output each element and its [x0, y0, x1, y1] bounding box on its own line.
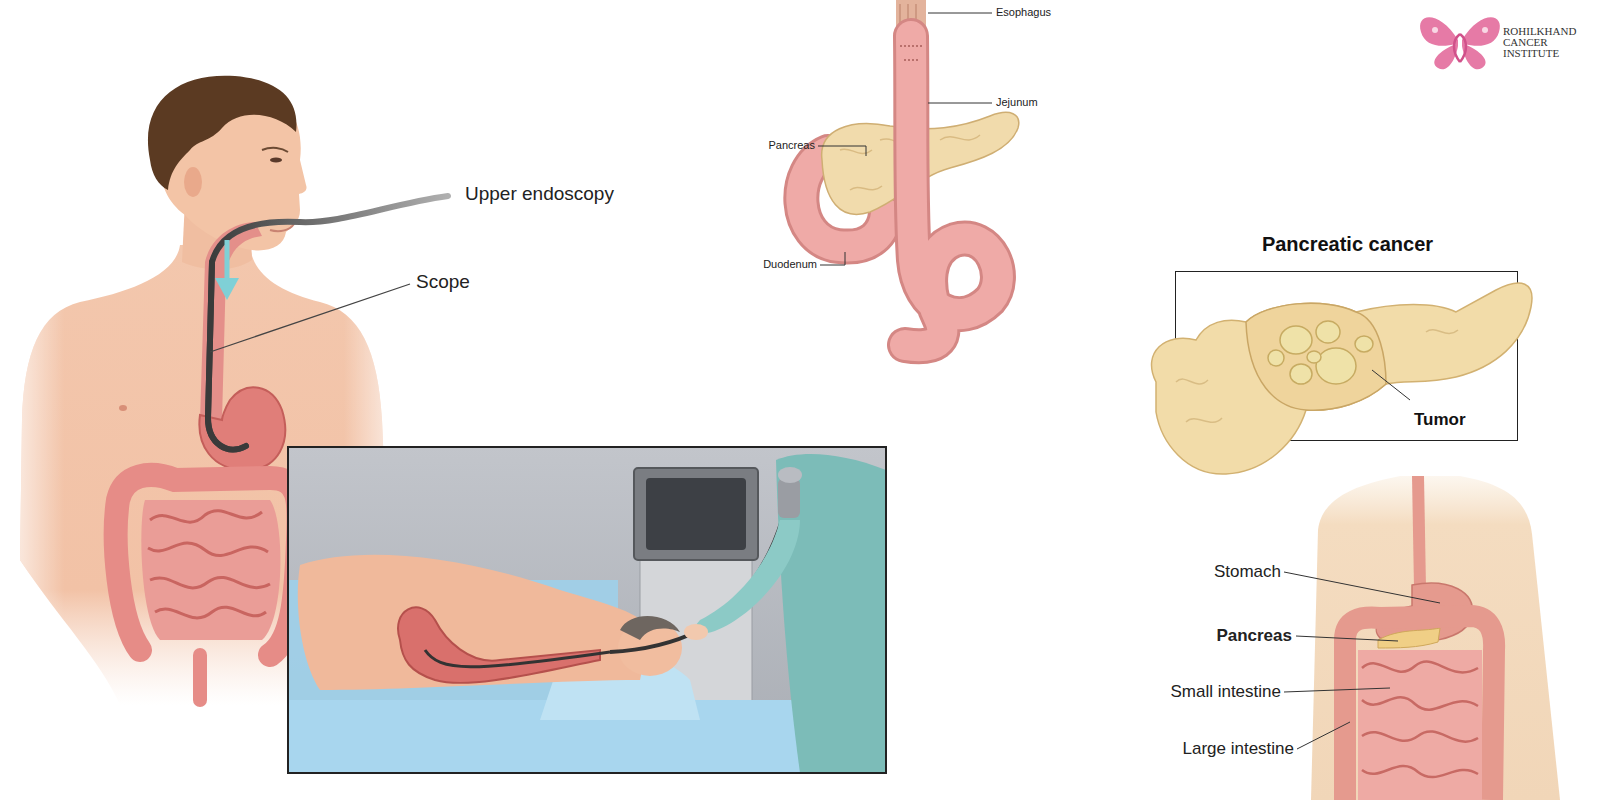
tumor-inset-box: Pancreatic cancerTumor [1175, 271, 1518, 441]
procedure-label: Upper endoscopy [465, 183, 614, 205]
part-label: Tumor [1414, 410, 1466, 430]
organ-label: Stomach [1214, 562, 1281, 582]
part-label: Jejunum [996, 96, 1038, 108]
part-label: Esophagus [996, 6, 1051, 18]
logo-text: ROHILKHAND CANCER INSTITUTE [1503, 26, 1587, 59]
part-label: Duodenum [763, 258, 817, 270]
pancreas-tumor-drawing [1136, 262, 1499, 492]
part-label: Pancreas [769, 139, 815, 151]
organ-label: Small intestine [1170, 682, 1281, 702]
organ-label: Large intestine [1182, 739, 1294, 759]
body-pancreas-figure [1284, 476, 1560, 800]
organ-label: Pancreas [1216, 626, 1292, 646]
institute-logo [1420, 17, 1500, 69]
procedure-inset [288, 447, 886, 773]
part-label: Scope [416, 271, 470, 293]
whipple-reconstruction [801, 0, 1018, 346]
box-heading: Pancreatic cancer [1262, 233, 1433, 256]
